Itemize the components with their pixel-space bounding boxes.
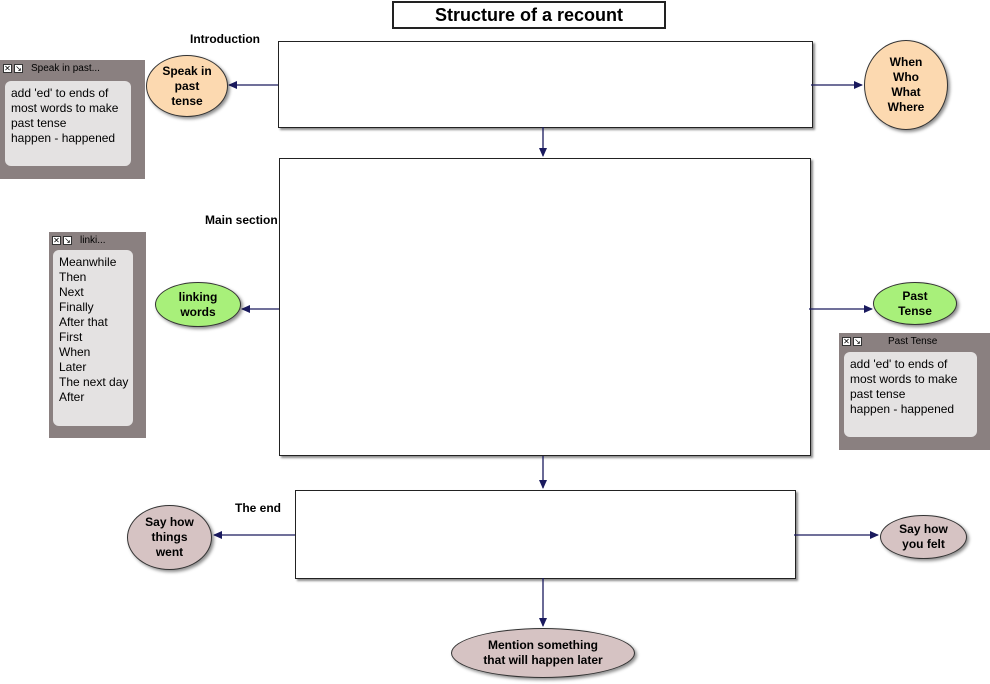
note-header: ✕ ↘ Past Tense bbox=[839, 333, 990, 349]
linking-words-bubble[interactable]: linking words bbox=[155, 282, 241, 327]
note-header: ✕ ↘ Speak in past... bbox=[0, 60, 145, 76]
introduction-label: Introduction bbox=[190, 32, 260, 46]
note-line: Meanwhile bbox=[59, 255, 117, 269]
note-line: past tense bbox=[11, 116, 67, 130]
note-line: most words to make bbox=[11, 101, 119, 115]
note-body: add 'ed' to ends of most words to make p… bbox=[844, 352, 977, 437]
mention-something-bubble[interactable]: Mention something that will happen later bbox=[451, 628, 635, 678]
diagram-title: Structure of a recount bbox=[392, 1, 666, 29]
note-past-tense: ✕ ↘ Past Tense add 'ed' to ends of most … bbox=[839, 333, 990, 450]
speak-in-past-tense-bubble[interactable]: Speak in past tense bbox=[146, 55, 228, 117]
note-line: Then bbox=[59, 270, 87, 284]
when-who-what-where-bubble[interactable]: When Who What Where bbox=[864, 40, 948, 130]
main-section-label: Main section bbox=[205, 213, 278, 227]
note-line: most words to make bbox=[850, 372, 958, 386]
note-body: add 'ed' to ends of most words to make p… bbox=[5, 81, 131, 166]
close-icon[interactable]: ✕ bbox=[842, 336, 851, 346]
note-line: add 'ed' to ends of bbox=[850, 357, 948, 371]
note-title: Past Tense bbox=[888, 335, 938, 347]
note-line: add 'ed' to ends of bbox=[11, 86, 109, 100]
expand-icon[interactable]: ↘ bbox=[63, 235, 72, 245]
introduction-box[interactable] bbox=[278, 41, 813, 128]
say-how-things-went-bubble[interactable]: Say how things went bbox=[127, 505, 212, 570]
note-linking-words: ✕ ↘ linki... Meanwhile Then Next Finally… bbox=[49, 232, 146, 438]
close-icon[interactable]: ✕ bbox=[52, 235, 61, 245]
note-line: The next day bbox=[59, 375, 129, 389]
past-tense-bubble[interactable]: Past Tense bbox=[873, 282, 957, 325]
note-line: happen - happened bbox=[11, 131, 116, 145]
note-header: ✕ ↘ linki... bbox=[49, 232, 146, 248]
the-end-label: The end bbox=[235, 501, 282, 515]
expand-icon[interactable]: ↘ bbox=[14, 63, 23, 73]
say-how-you-felt-bubble[interactable]: Say how you felt bbox=[880, 515, 967, 559]
note-line: Next bbox=[59, 285, 84, 299]
note-line: Later bbox=[59, 360, 87, 374]
expand-icon[interactable]: ↘ bbox=[853, 336, 862, 346]
note-line: First bbox=[59, 330, 83, 344]
note-body: Meanwhile Then Next Finally After that F… bbox=[53, 250, 133, 426]
note-line: After that bbox=[59, 315, 108, 329]
main-section-box[interactable] bbox=[279, 158, 811, 456]
note-title: linki... bbox=[80, 234, 106, 246]
note-line: Finally bbox=[59, 300, 94, 314]
note-line: past tense bbox=[850, 387, 906, 401]
note-line: When bbox=[59, 345, 91, 359]
note-speak-in-past-tense: ✕ ↘ Speak in past... add 'ed' to ends of… bbox=[0, 60, 145, 179]
close-icon[interactable]: ✕ bbox=[3, 63, 12, 73]
note-line: After bbox=[59, 390, 85, 404]
the-end-box[interactable] bbox=[295, 490, 796, 579]
note-title: Speak in past... bbox=[31, 62, 100, 74]
note-line: happen - happened bbox=[850, 402, 955, 416]
